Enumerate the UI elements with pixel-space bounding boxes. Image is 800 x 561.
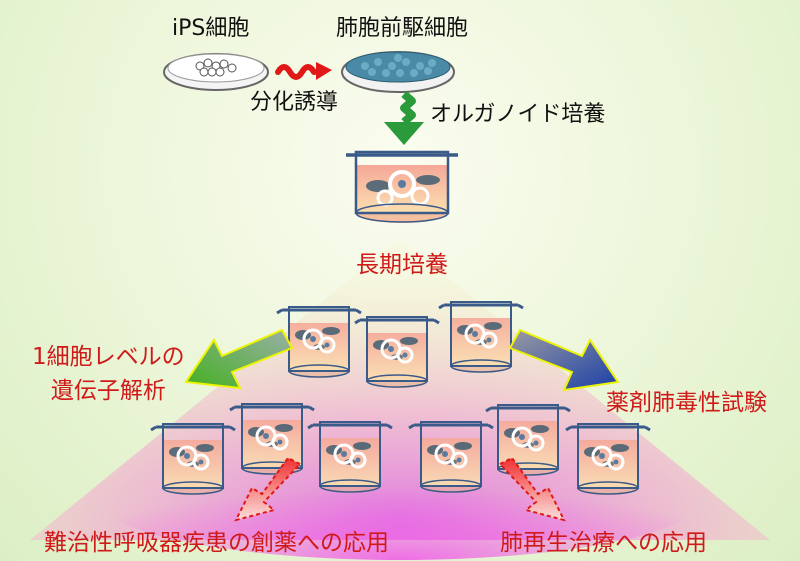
label-organoid-culture: オルガノイド培養 bbox=[430, 102, 606, 127]
dashed-arrow-icon-right bbox=[498, 456, 566, 522]
label-regenerative-therapy: 肺再生治療への応用 bbox=[500, 530, 707, 556]
block-arrow-icon-right bbox=[508, 328, 620, 392]
label-long-term-culture: 長期培養 bbox=[356, 252, 448, 278]
wavy-arrow-icon bbox=[275, 62, 332, 80]
block-arrow-icon-left bbox=[184, 328, 294, 390]
label-single-cell-analysis: 1細胞レベルの 遺伝子解析 bbox=[32, 344, 185, 404]
label-toxicity-test: 薬剤肺毒性試験 bbox=[606, 390, 767, 416]
label-differentiation: 分化誘導 bbox=[250, 90, 339, 115]
label-lung-progenitor: 肺胞前駆細胞 bbox=[336, 16, 469, 41]
petri-dish-icon-ips bbox=[163, 53, 269, 91]
label-drug-discovery: 難治性呼吸器疾患の創薬への応用 bbox=[44, 530, 389, 556]
petri-dish-icon-progenitor bbox=[341, 51, 455, 93]
culture-well-icon-main bbox=[346, 150, 458, 223]
dashed-arrow-icon-left bbox=[234, 456, 302, 522]
zigzag-arrow-icon bbox=[384, 90, 424, 145]
label-ips-cells: iPS細胞 bbox=[172, 16, 250, 41]
